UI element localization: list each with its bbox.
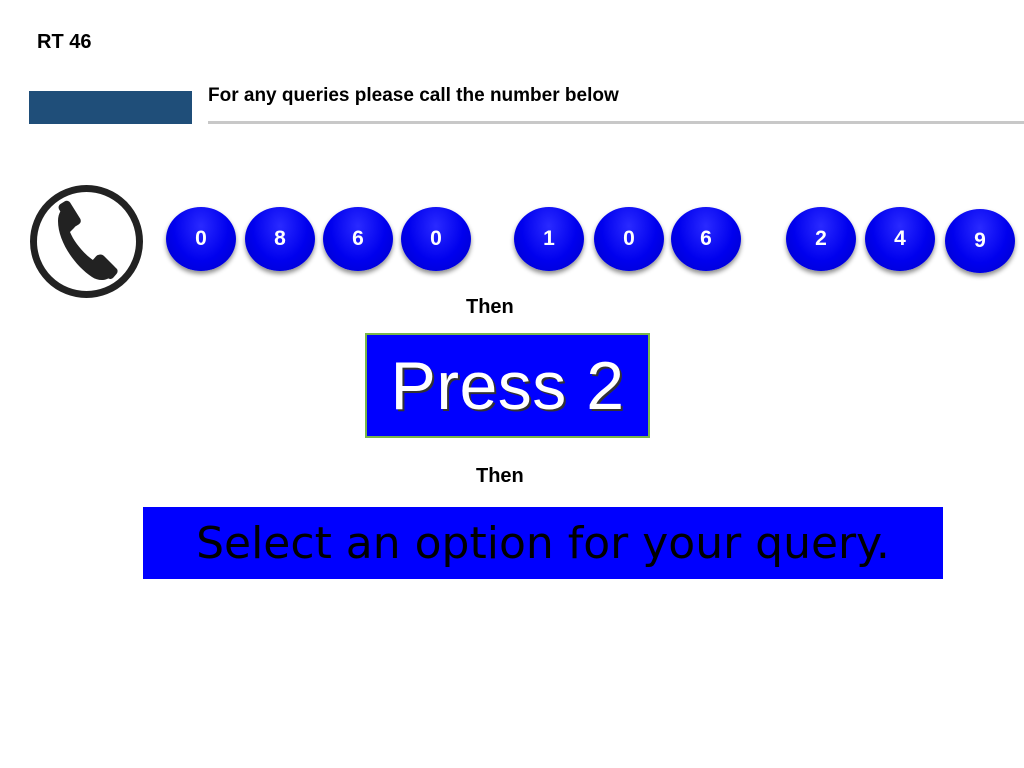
press-key-box: Press 2: [365, 333, 650, 438]
instruction-text: For any queries please call the number b…: [208, 85, 619, 106]
digit-10: 9: [945, 209, 1015, 273]
digit-9: 4: [865, 207, 935, 271]
digit-4: 0: [401, 207, 471, 271]
digit-2: 8: [245, 207, 315, 271]
accent-bar: [29, 91, 192, 124]
then-label-2: Then: [476, 465, 524, 487]
header-divider: [208, 121, 1024, 124]
digit-8: 2: [786, 207, 856, 271]
select-option-box: Select an option for your query.: [143, 507, 943, 579]
digit-6: 0: [594, 207, 664, 271]
digit-1: 0: [166, 207, 236, 271]
digit-5: 1: [514, 207, 584, 271]
phone-handset-icon: [28, 183, 145, 300]
digit-3: 6: [323, 207, 393, 271]
select-option-text: Select an option for your query.: [196, 517, 890, 569]
press-key-text: Press 2: [390, 347, 625, 424]
digit-7: 6: [671, 207, 741, 271]
slide-id: RT 46: [37, 31, 92, 53]
then-label-1: Then: [466, 296, 514, 318]
